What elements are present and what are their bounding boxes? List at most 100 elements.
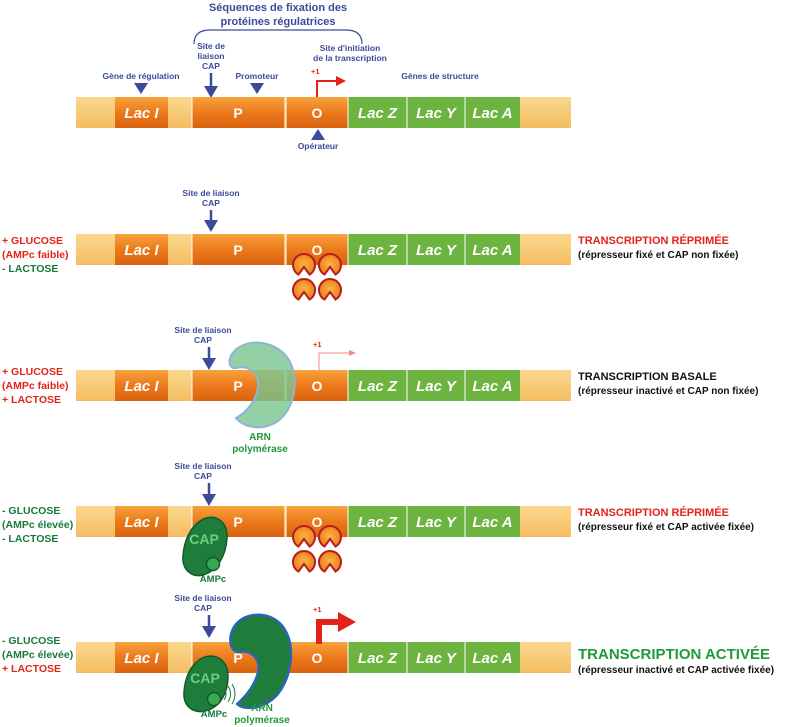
- segment-label-p: P: [233, 378, 242, 394]
- row4-polymerase-line1: ARN: [251, 703, 273, 714]
- row3-cond-3: - LACTOSE: [2, 533, 58, 545]
- row3-ampc-label: AMPc: [200, 574, 226, 585]
- segment-p: [192, 234, 284, 265]
- promoteur-marker: [250, 83, 264, 94]
- row3-repressor: [292, 525, 342, 573]
- row1-cond-2: (AMPc faible): [2, 249, 69, 261]
- segment-label-lac-y: Lac Y: [416, 514, 458, 531]
- segment-label-o: O: [312, 378, 323, 394]
- segment-lac-a: [465, 234, 520, 265]
- segment-label-lac-i: Lac I: [124, 650, 159, 667]
- segment-label-lac-z: Lac Z: [358, 378, 398, 395]
- row-2-extras: Site de liaison CAP +1 ARN polymérase: [174, 325, 356, 455]
- segment-label-lac-a: Lac A: [472, 514, 512, 531]
- row4-cond-1: - GLUCOSE: [2, 635, 60, 647]
- operateur-label: Opérateur: [298, 141, 339, 151]
- genes-structure-label: Gènes de structure: [401, 71, 479, 81]
- row2-polymerase-line1: ARN: [249, 432, 271, 443]
- row4-site-label-line1: Site de liaison: [174, 593, 231, 603]
- segment-label-o: O: [312, 105, 323, 121]
- operateur-marker: [311, 129, 325, 140]
- repressor-subunit: [318, 278, 342, 301]
- sequences-brace: [193, 29, 363, 45]
- segment-lac-y: [407, 97, 465, 128]
- segment-label-lac-i: Lac I: [124, 514, 159, 531]
- row4-cap-label: CAP: [190, 670, 220, 686]
- row4-ampc-label: AMPc: [201, 709, 227, 720]
- row4-start-arrow: [316, 612, 356, 644]
- row3-cond-1: - GLUCOSE: [2, 505, 60, 517]
- segment-label-lac-y: Lac Y: [416, 105, 458, 122]
- row1-cond-3: - LACTOSE: [2, 263, 58, 275]
- segment-o: [286, 97, 348, 128]
- row2-site-label-line1: Site de liaison: [174, 325, 231, 335]
- row3-site-label-line2: CAP: [194, 471, 212, 481]
- row1-site-label-line2: CAP: [202, 198, 220, 208]
- segment-label-lac-y: Lac Y: [416, 650, 458, 667]
- row2-rna-polymerase: [228, 341, 296, 429]
- segment-label-lac-i: Lac I: [124, 105, 159, 122]
- row2-cond-2: (AMPc faible): [2, 380, 69, 392]
- row4-site-label-line2: CAP: [194, 603, 212, 613]
- segment-label-p: P: [233, 105, 242, 121]
- operon-bar-0: Lac I P O Lac Z Lac Y Lac A: [76, 97, 571, 128]
- row1-result-sub: (répresseur fixé et CAP non fixée): [578, 250, 738, 261]
- row2-cond-3: + LACTOSE: [2, 394, 61, 406]
- segment-p: [192, 97, 284, 128]
- segment-label-lac-z: Lac Z: [358, 105, 398, 122]
- header-annotations: Séquences de fixation des protéines régu…: [103, 2, 480, 151]
- segment-label-lac-a: Lac A: [472, 378, 512, 395]
- segment-label-lac-a: Lac A: [472, 650, 512, 667]
- sequences-title-line2: protéines régulatrices: [221, 16, 336, 28]
- segment-label-lac-z: Lac Z: [358, 242, 398, 259]
- segment-lac-i: [115, 370, 168, 401]
- row2-cond-1: + GLUCOSE: [2, 366, 63, 378]
- row3-site-label-line1: Site de liaison: [174, 461, 231, 471]
- plus-one-label: +1: [311, 67, 320, 76]
- promoteur-label: Promoteur: [236, 71, 280, 81]
- row4-polymerase-line2: polymérase: [234, 715, 290, 726]
- segment-lac-i: [115, 642, 168, 673]
- row2-site-label-line2: CAP: [194, 335, 212, 345]
- row1-result-title: TRANSCRIPTION RÉPRIMÉE: [578, 234, 729, 247]
- row2-polymerase-line2: polymérase: [232, 444, 288, 455]
- segment-lac-i: [115, 97, 168, 128]
- row2-plus-one: +1: [313, 340, 322, 349]
- segment-o: [286, 370, 348, 401]
- segment-label-lac-a: Lac A: [472, 242, 512, 259]
- repressor-subunit: [292, 525, 316, 548]
- site-cap-line1: Site de: [197, 41, 225, 51]
- site-init-line1: Site d'initiation: [320, 43, 381, 53]
- segment-lac-y: [407, 370, 465, 401]
- sequences-title-line1: Séquences de fixation des: [209, 2, 347, 14]
- segment-label-p: P: [233, 514, 242, 530]
- row1-cond-1: + GLUCOSE: [2, 235, 63, 247]
- segment-label-lac-a: Lac A: [472, 105, 512, 122]
- row3-cond-2: (AMPc élevée): [2, 519, 73, 531]
- segment-label-lac-y: Lac Y: [416, 242, 458, 259]
- row-4-extras: Site de liaison CAP +1 CAP AMPc ARN poly…: [174, 593, 356, 726]
- segment-lac-z: [348, 642, 407, 673]
- row4-ampc-molecule: [206, 691, 222, 707]
- segment-label-lac-y: Lac Y: [416, 378, 458, 395]
- repressor-subunit: [292, 253, 316, 276]
- segment-lac-y: [407, 642, 465, 673]
- segment-label-o: O: [312, 514, 323, 530]
- segment-lac-y: [407, 234, 465, 265]
- repressor-subunit: [292, 278, 316, 301]
- segment-lac-y: [407, 506, 465, 537]
- row4-cond-2: (AMPc élevée): [2, 649, 73, 661]
- row2-result-title: TRANSCRIPTION BASALE: [578, 371, 717, 383]
- row3-result-title: TRANSCRIPTION RÉPRIMÉE: [578, 506, 729, 519]
- segment-label-p: P: [233, 650, 242, 666]
- segment-lac-a: [465, 97, 520, 128]
- gene-regulation-label: Gène de régulation: [103, 71, 180, 81]
- repressor-subunit: [318, 253, 342, 276]
- segment-lac-a: [465, 642, 520, 673]
- segment-lac-z: [348, 370, 407, 401]
